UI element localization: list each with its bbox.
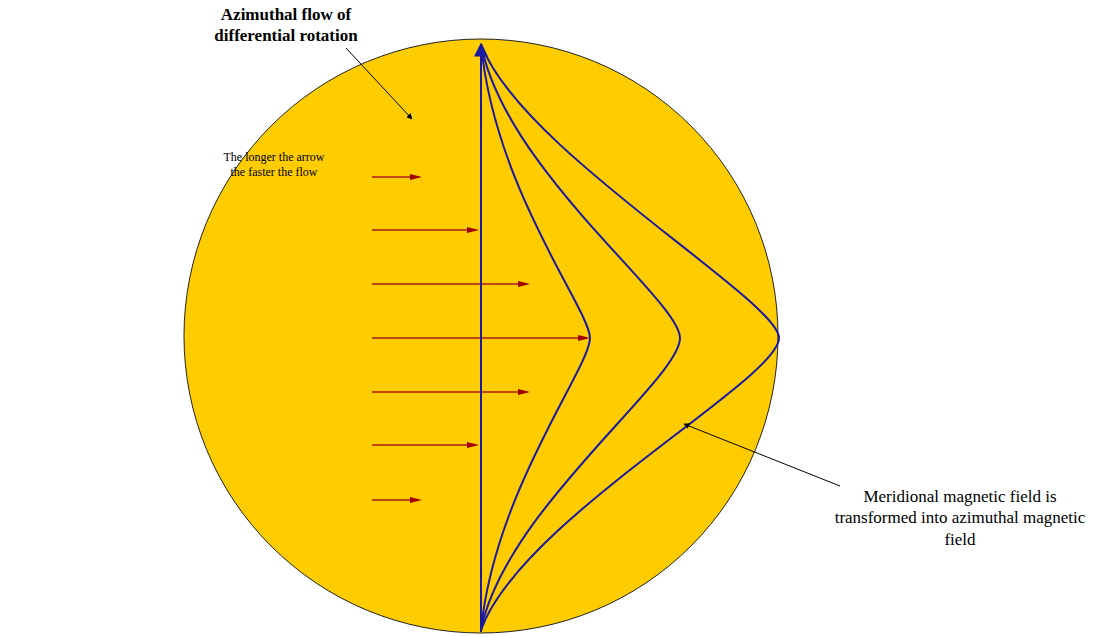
leader-lines [346,48,840,486]
flow-title: Azimuthal flow of differential rotation [186,4,386,47]
field-note: Meridional magnetic field is transformed… [826,486,1094,550]
sun-disk [184,39,778,633]
flow-note: The longer the arrow the faster the flow [222,150,326,180]
field-lines [481,44,779,632]
